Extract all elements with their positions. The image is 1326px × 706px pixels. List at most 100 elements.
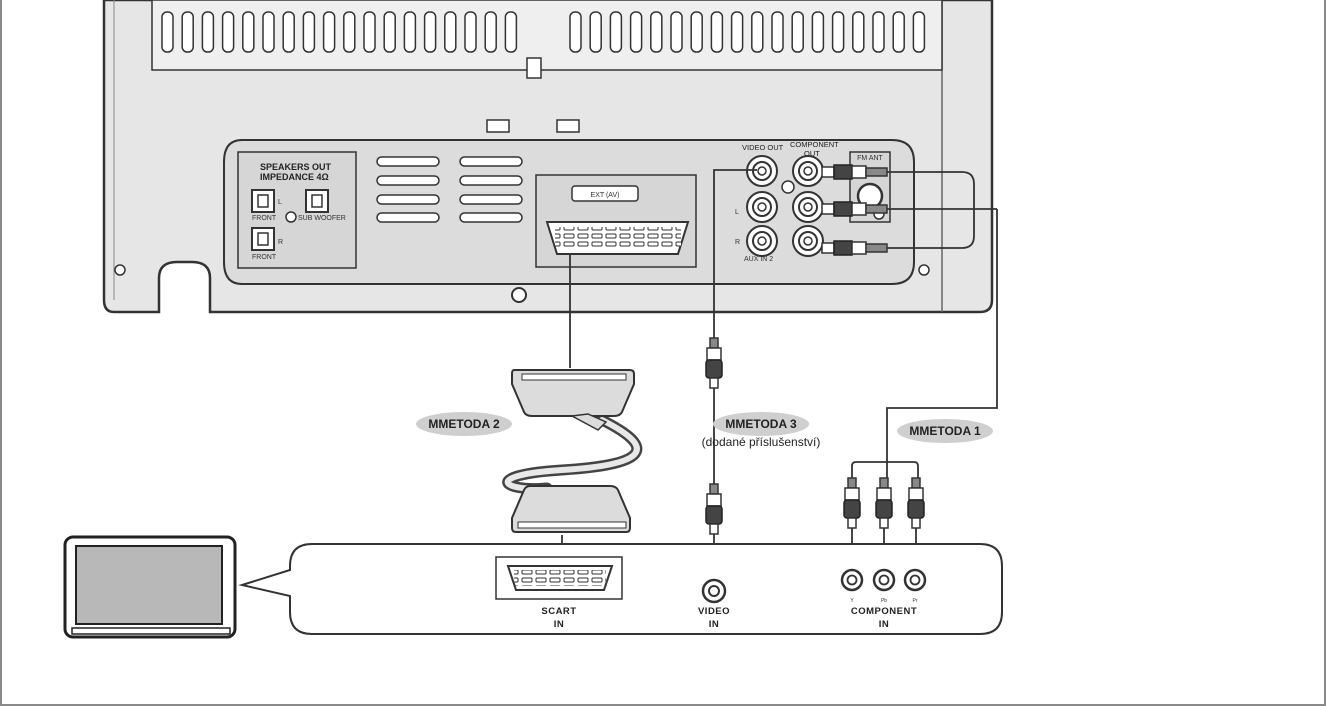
component-out-label-2: OUT (804, 149, 820, 158)
rca-jack[interactable] (792, 155, 824, 187)
component-in-jacks (840, 568, 927, 592)
vent-slot (892, 11, 905, 53)
vent-slot (363, 11, 376, 53)
channel-r-label: R (278, 239, 283, 246)
aux-r-label: R (735, 239, 740, 246)
vent-slot (464, 11, 477, 53)
screw-hole-icon (511, 287, 527, 303)
front-label-2: FRONT (252, 254, 277, 261)
screw-hole-icon (114, 264, 126, 276)
speaker-terminal-front-l[interactable] (251, 189, 275, 213)
device-rear-panel: SPEAKERS OUT IMPEDANCE 4Ω L FRONT SUB WO… (102, 0, 994, 314)
rca-plug (875, 477, 893, 529)
rca-jack[interactable] (746, 155, 778, 187)
comp-pb-label: Pb (881, 598, 887, 604)
rca-jack[interactable] (746, 225, 778, 257)
screw-hole-icon (918, 264, 930, 276)
vent-slot (569, 11, 582, 53)
component-in-label: COMPONENT (851, 606, 917, 617)
vent-slot (872, 11, 885, 53)
video-out-label: VIDEO OUT (742, 143, 784, 152)
rca-plug (821, 240, 888, 256)
vent-slot (484, 11, 497, 53)
top-vent-slots (161, 11, 926, 53)
svg-text:MMETODA 1: MMETODA 1 (909, 424, 981, 438)
method-1-badge: MMETODA 1 (897, 419, 993, 443)
speaker-terminal-front-r[interactable] (251, 227, 275, 251)
vent-slot (771, 11, 784, 53)
fm-ant-label: FM ANT (857, 155, 883, 162)
svg-text:MMETODA 3: MMETODA 3 (725, 417, 797, 431)
vent-slot (670, 11, 683, 53)
aux-in-label: AUX IN 2 (744, 256, 773, 263)
accessory-note: (dodané příslušenství) (702, 435, 821, 449)
component-in-jack[interactable] (872, 568, 896, 592)
vent-slot (710, 11, 724, 53)
device-side-plugs (821, 164, 888, 256)
vent-slot (629, 11, 643, 53)
rca-jack[interactable] (746, 191, 778, 223)
vent-slot (181, 11, 194, 53)
rca-plug (705, 337, 723, 389)
rca-plug (821, 164, 888, 180)
method-2-badge: MMETODA 2 (416, 412, 512, 436)
vent-slot (852, 11, 865, 53)
rca-jack[interactable] (792, 225, 824, 257)
vent-slot (831, 11, 845, 53)
video-in-jack[interactable] (701, 578, 727, 604)
svg-text:MMETODA 2: MMETODA 2 (428, 417, 500, 431)
vent-slot (383, 11, 396, 53)
front-label: FRONT (252, 215, 277, 222)
rca-jacks-device (746, 155, 824, 257)
vent-slot (912, 11, 926, 53)
scart-plug-lower (511, 485, 631, 533)
vent-slot (751, 11, 764, 53)
rca-jack[interactable] (792, 191, 824, 223)
channel-l-label: L (278, 199, 282, 206)
component-in-label-2: IN (879, 619, 890, 630)
scart-in-label: SCART (541, 606, 576, 617)
comp-y-label: Y (850, 598, 854, 604)
tv-icon (63, 535, 237, 639)
vent-slot (423, 11, 437, 53)
vent-slot (201, 11, 215, 53)
vent-slot (262, 11, 275, 53)
method-3-badge: MMETODA 3 (dodané příslušenství) (702, 412, 821, 449)
vent-slot (302, 11, 316, 53)
video-in-label-2: IN (709, 619, 720, 630)
component-in-jack[interactable] (903, 568, 927, 592)
panel-vent-slots (376, 156, 523, 223)
vent-slot (403, 11, 417, 53)
component-cable-plugs (843, 477, 925, 568)
vent-slot (791, 11, 804, 53)
speaker-terminal-subwoofer[interactable] (305, 189, 329, 213)
video-in-label: VIDEO (698, 606, 730, 617)
aux-l-label: L (735, 209, 739, 216)
rca-plug (907, 477, 925, 529)
vent-slot (609, 11, 623, 53)
vent-slot (161, 11, 174, 53)
component-out-label: COMPONENT (790, 140, 839, 149)
component-in-jack[interactable] (840, 568, 864, 592)
vent-slot (282, 11, 295, 53)
speakers-title: SPEAKERS OUT (260, 162, 332, 172)
cables (561, 169, 998, 580)
rca-plug (705, 483, 723, 535)
ext-av-label: EXT (AV) (591, 192, 620, 199)
scart-plug-upper (511, 369, 635, 431)
vent-slot (730, 11, 744, 53)
vent-slot (242, 11, 255, 53)
vent-slot (589, 11, 602, 53)
vent-slot (650, 11, 663, 53)
vent-slot (322, 11, 336, 53)
video-cable-plugs (705, 337, 723, 535)
scart-in-label-2: IN (554, 619, 565, 630)
vent-slot (343, 11, 356, 53)
vent-slot (690, 11, 703, 53)
rca-plug (821, 201, 888, 217)
vent-slot (221, 11, 235, 53)
impedance-title: IMPEDANCE 4Ω (260, 172, 329, 182)
vent-slot (444, 11, 457, 53)
